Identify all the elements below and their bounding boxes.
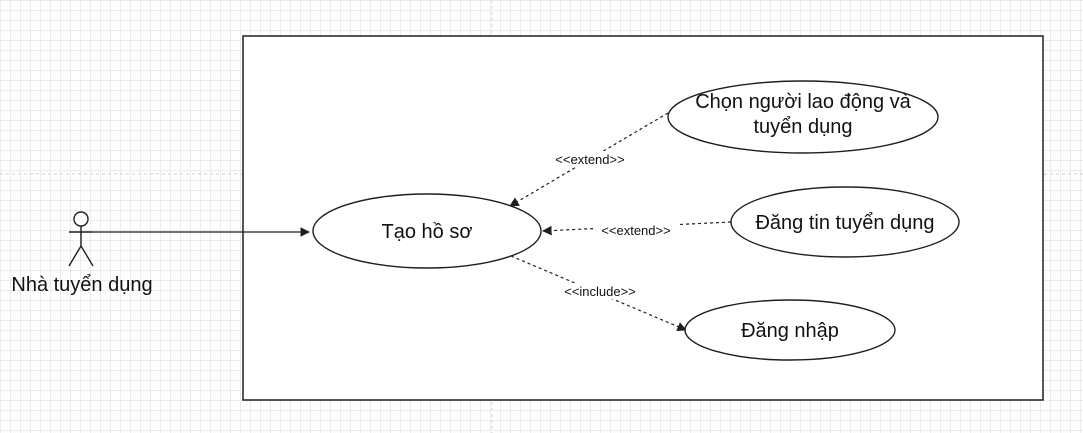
stereotype-extend-2-text: <<extend>>	[601, 223, 670, 238]
stereotype-extend-1: <<extend>>	[546, 151, 634, 167]
stereotype-include-text: <<include>>	[564, 284, 636, 299]
extend-arrow-post-job[interactable]	[542, 221, 732, 236]
usecase-post-job[interactable]: Đăng tin tuyển dụng	[730, 186, 960, 258]
actor-label: Nhà tuyển dụng	[11, 274, 152, 296]
include-arrow-login[interactable]	[510, 255, 687, 332]
stereotype-extend-1-text: <<extend>>	[555, 152, 624, 167]
usecase-select-worker[interactable]: Chọn người lao động và tuyển dụng	[667, 80, 939, 154]
usecase-login-label: Đăng nhập	[741, 320, 839, 342]
usecase-create-profile[interactable]: Tạo hồ sơ	[312, 193, 542, 269]
usecase-select-worker-line-1: Chọn người lao động và	[695, 91, 911, 113]
actor-employer[interactable]: Nhà tuyển dụng	[11, 211, 153, 296]
stereotype-extend-2: <<extend>>	[593, 222, 679, 238]
usecase-login[interactable]: Đăng nhập	[684, 299, 896, 361]
usecase-post-job-label: Đăng tin tuyển dụng	[755, 212, 934, 234]
actor-left-leg	[68, 245, 82, 267]
usecase-create-profile-label: Tạo hồ sơ	[382, 221, 473, 243]
actor-head	[73, 211, 89, 227]
usecase-select-worker-line-2: tuyển dụng	[754, 116, 853, 138]
stereotype-include: <<include>>	[554, 283, 646, 299]
actor-right-leg	[80, 245, 94, 267]
